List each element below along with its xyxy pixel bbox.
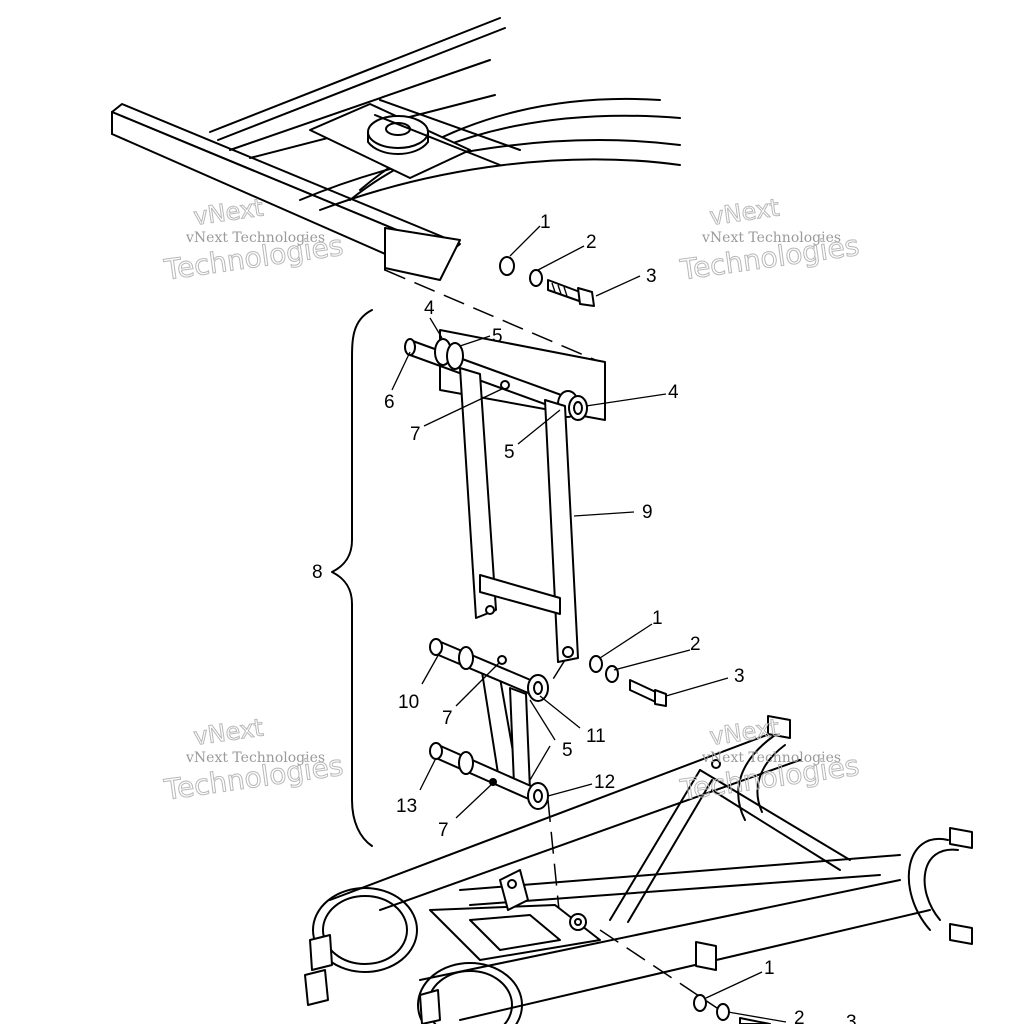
callout-5-lower: 5 (562, 740, 573, 761)
rear-suspension-frame (304, 715, 973, 1024)
callout-10: 10 (398, 692, 419, 713)
lower-bolt-hardware (693, 994, 771, 1024)
group-brace (331, 309, 373, 847)
callout-5-upper-left: 5 (492, 326, 503, 347)
callout-7-lower: 7 (438, 820, 449, 841)
watermark-bottom-right: vNext vNext Technologies Technologies (677, 713, 862, 807)
callout-8: 8 (312, 562, 323, 583)
callout-4-upper-right: 4 (668, 382, 679, 403)
watermark-brand: vNext (192, 714, 265, 751)
watermark-line1: vNext Technologies (185, 230, 325, 246)
watermark-brand: vNext (192, 194, 265, 231)
callout-1-middle: 1 (652, 608, 663, 629)
middle-bolt-hardware (589, 655, 667, 707)
upper-bolt-hardware (499, 256, 595, 307)
callout-1-bottom: 1 (764, 958, 775, 979)
watermark-line1: vNext Technologies (701, 750, 841, 766)
callout-7-upper: 7 (410, 424, 421, 445)
callout-9: 9 (642, 502, 653, 523)
callout-3-middle: 3 (734, 666, 745, 687)
leader-lines (391, 225, 787, 1023)
watermark-brand: vNext (708, 194, 781, 231)
callout-4-upper-left: 4 (424, 298, 435, 319)
callout-3-bottom: 3 (846, 1012, 857, 1024)
callout-7-middle: 7 (442, 708, 453, 729)
watermark-top-right: vNext vNext Technologies Technologies (677, 193, 862, 287)
callout-5-upper-right: 5 (504, 442, 515, 463)
watermark-bottom-left: vNext vNext Technologies Technologies (161, 713, 346, 807)
watermark-line1: vNext Technologies (701, 230, 841, 246)
lower-shaft-assembly (429, 638, 549, 810)
watermark-line1: vNext Technologies (185, 750, 325, 766)
callout-1-top: 1 (540, 212, 551, 233)
callout-13: 13 (396, 796, 417, 817)
callout-2-middle: 2 (690, 634, 701, 655)
watermark-brand: vNext (708, 714, 781, 751)
torque-arm (459, 367, 579, 663)
callout-11: 11 (586, 726, 606, 747)
callout-12: 12 (594, 772, 615, 793)
upper-shaft-assembly (404, 329, 606, 421)
callouts: 1 2 3 4 5 6 7 4 5 9 8 1 2 3 10 7 11 5 12… (312, 212, 857, 1024)
callout-3-top: 3 (646, 266, 657, 287)
upper-frame-drawing (111, 17, 681, 281)
callout-2-top: 2 (586, 232, 597, 253)
callout-2-bottom: 2 (794, 1008, 805, 1024)
callout-6: 6 (384, 392, 395, 413)
